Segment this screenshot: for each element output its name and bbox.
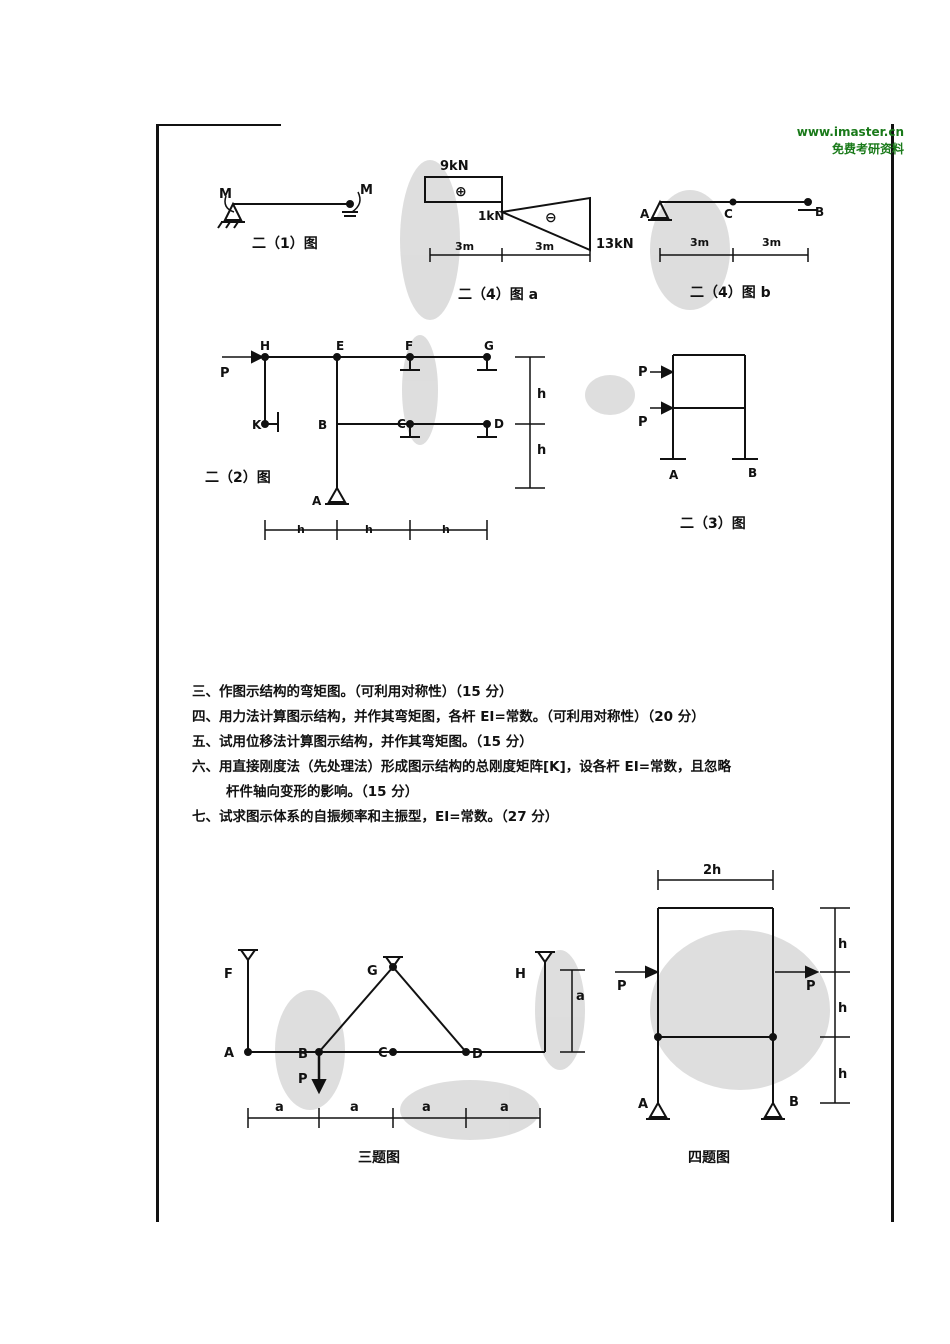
question-list: 三、作图示结构的弯矩图。（可利用对称性）（15 分） 四、用力法计算图示结构，并…	[192, 680, 882, 830]
fig-2-4b: A C B 3m 3m 二（4）图 b	[640, 198, 824, 301]
fig-2-4b-label-c: C	[724, 207, 733, 221]
fig-2-4a-sign-top: ⊕	[455, 184, 467, 200]
fig-2-2-load: P	[220, 366, 230, 381]
fig-3: F G H A B C D P a a a a a 三题图	[224, 949, 585, 1166]
fig-2-2-node-f: F	[405, 339, 413, 353]
fig-4-caption: 四题图	[688, 1150, 730, 1166]
fig-2-4a: 9kN ⊕ 1kN ⊖ 3m 3m 13kN 二（4）图 a	[424, 159, 634, 303]
fig-2-3-load-1: P	[638, 365, 648, 380]
fig-2-2-node-g: G	[484, 339, 494, 353]
page-border-left	[156, 124, 159, 1222]
fig-3-bottom-dim-1: a	[275, 1100, 284, 1115]
watermark-url: www.imaster.cn	[796, 125, 904, 139]
fig-3-node-c: C	[378, 1046, 388, 1061]
question-6-continued: 杆件轴向变形的影响。（15 分）	[226, 784, 419, 800]
fig-2-4a-span-1: 3m	[455, 240, 474, 253]
fig-2-2-dim-h2: h	[365, 523, 373, 536]
fig-3-dim-a: a	[576, 989, 585, 1004]
fig-2-2-node-c: C	[397, 417, 406, 431]
page-border-right	[891, 124, 894, 1222]
fig-2-3-caption: 二（3）图	[680, 516, 746, 532]
fig-2-3-label-a: A	[669, 468, 679, 482]
question-4: 四、用力法计算图示结构，并作其弯矩图，各杆 EI=常数。（可利用对称性）（20 …	[192, 709, 705, 725]
question-3: 三、作图示结构的弯矩图。（可利用对称性）（15 分）	[192, 684, 513, 700]
fig-4-height-2: h	[838, 1001, 847, 1016]
fig-2-2-dim-h1: h	[297, 523, 305, 536]
fig-2-2: P H E F G K B C D A h h h h h 二（2）图	[205, 339, 546, 540]
fig-2-2-node-b: B	[318, 418, 327, 432]
fig-4-height-1: h	[838, 937, 847, 952]
fig-2-2-caption: 二（2）图	[205, 470, 271, 486]
fig-2-1-moment-right: M	[360, 183, 373, 198]
fig-4-label-a: A	[638, 1097, 648, 1112]
fig-3-node-b: B	[298, 1047, 308, 1062]
fig-4-width: 2h	[703, 863, 721, 878]
fig-2-4a-right-load: 13kN	[596, 237, 634, 252]
watermark: www.imaster.cn 免费考研资料	[797, 124, 904, 158]
fig-2-4a-span-2: 3m	[535, 240, 554, 253]
fig-3-caption: 三题图	[358, 1150, 400, 1166]
fig-3-load: P	[298, 1072, 308, 1087]
fig-2-4a-caption: 二（4）图 a	[458, 287, 538, 303]
watermark-text: 免费考研资料	[831, 142, 904, 156]
question-6: 六、用直接刚度法（先处理法）形成图示结构的总刚度矩阵[K]，设各杆 EI=常数，…	[192, 759, 732, 775]
fig-2-2-node-k: K	[252, 418, 262, 432]
fig-2-2-node-e: E	[336, 339, 344, 353]
fig-4: 2h P P h h h A B 四题图	[615, 863, 850, 1166]
fig-3-node-f: F	[224, 967, 233, 982]
fig-2-4b-label-b: B	[815, 205, 824, 219]
fig-2-4b-span-2: 3m	[762, 236, 781, 249]
fig-2-3: P P A B 二（3）图	[638, 354, 758, 532]
fig-2-4b-label-a: A	[640, 207, 650, 221]
fig-2-2-dim-v2: h	[537, 443, 546, 458]
fig-2-2-dim-h3: h	[442, 523, 450, 536]
fig-4-load-right: P	[806, 979, 816, 994]
fig-2-1-caption: 二（1）图	[252, 236, 318, 252]
fig-2-2-node-a: A	[312, 494, 322, 508]
fig-3-bottom-dim-2: a	[350, 1100, 359, 1115]
fig-4-height-3: h	[838, 1067, 847, 1082]
fig-3-node-a: A	[224, 1046, 234, 1061]
question-7: 七、试求图示体系的自振频率和主振型，EI=常数。（27 分）	[192, 809, 559, 825]
fig-2-3-label-b: B	[748, 466, 757, 480]
fig-3-node-g: G	[367, 964, 378, 979]
fig-2-4b-span-1: 3m	[690, 236, 709, 249]
page-border-top	[156, 124, 281, 126]
fig-3-node-h: H	[515, 967, 526, 982]
fig-2-3-load-2: P	[638, 415, 648, 430]
fig-2-4a-sign-bottom: ⊖	[545, 210, 557, 226]
fig-2-2-dim-v1: h	[537, 387, 546, 402]
fig-2-4b-caption: 二（4）图 b	[690, 285, 771, 301]
fig-4-load-left: P	[617, 979, 627, 994]
fig-2-2-node-h: H	[260, 339, 270, 353]
fig-3-node-d: D	[472, 1047, 483, 1062]
fig-2-2-node-d: D	[494, 417, 504, 431]
scan-noise	[275, 160, 830, 1140]
fig-4-label-b: B	[789, 1095, 799, 1110]
question-5: 五、试用位移法计算图示结构，并作其弯矩图。（15 分）	[192, 734, 533, 750]
fig-2-1: M M 二（1）图	[217, 183, 373, 252]
fig-3-bottom-dim-3: a	[422, 1100, 431, 1115]
fig-2-1-moment-left: M	[219, 187, 232, 202]
fig-2-4a-top-load: 9kN	[440, 159, 469, 174]
fig-2-4a-mid-load: 1kN	[478, 209, 504, 223]
fig-3-bottom-dim-4: a	[500, 1100, 509, 1115]
